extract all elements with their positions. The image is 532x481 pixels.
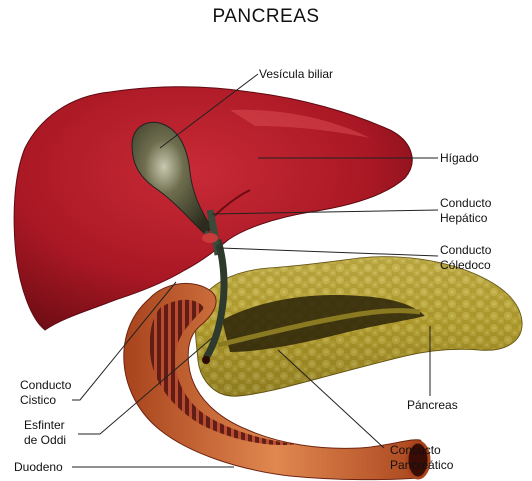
label-conducto-hepatico-line2: Hepático (440, 211, 491, 226)
leader-coledoco (220, 248, 438, 256)
label-duodeno: Duodeno (14, 460, 63, 475)
duct-junction (202, 233, 218, 243)
label-conducto-cistico: Conducto Cistico (20, 378, 71, 408)
ampulla-of-vater (202, 356, 210, 364)
label-conducto-hepatico: Conducto Hepático (440, 196, 491, 226)
page-title: PANCREAS (0, 6, 532, 28)
label-conducto-cistico-line1: Conducto (20, 378, 71, 393)
label-conducto-coledoco-line1: Conducto (440, 243, 491, 258)
label-conducto-coledoco: Conducto Cóledoco (440, 243, 491, 273)
label-conducto-pancreatico: Concucto Pancreático (390, 443, 453, 473)
label-conducto-cistico-line2: Cistico (20, 393, 71, 408)
label-conducto-hepatico-line1: Conducto (440, 196, 491, 211)
label-pancreas: Páncreas (407, 398, 458, 413)
label-conducto-pancreatico-line1: Concucto (390, 443, 453, 458)
label-higado: Hígado (440, 151, 479, 166)
label-vesicula-biliar: Vesícula biliar (259, 67, 333, 82)
label-conducto-coledoco-line2: Cóledoco (440, 258, 491, 273)
label-esfinter-de-oddi: Esfinter de Oddi (24, 418, 66, 448)
label-conducto-pancreatico-line2: Pancreático (390, 458, 453, 473)
label-esfinter-line2: de Oddi (24, 433, 66, 448)
label-esfinter-line1: Esfinter (24, 418, 66, 433)
